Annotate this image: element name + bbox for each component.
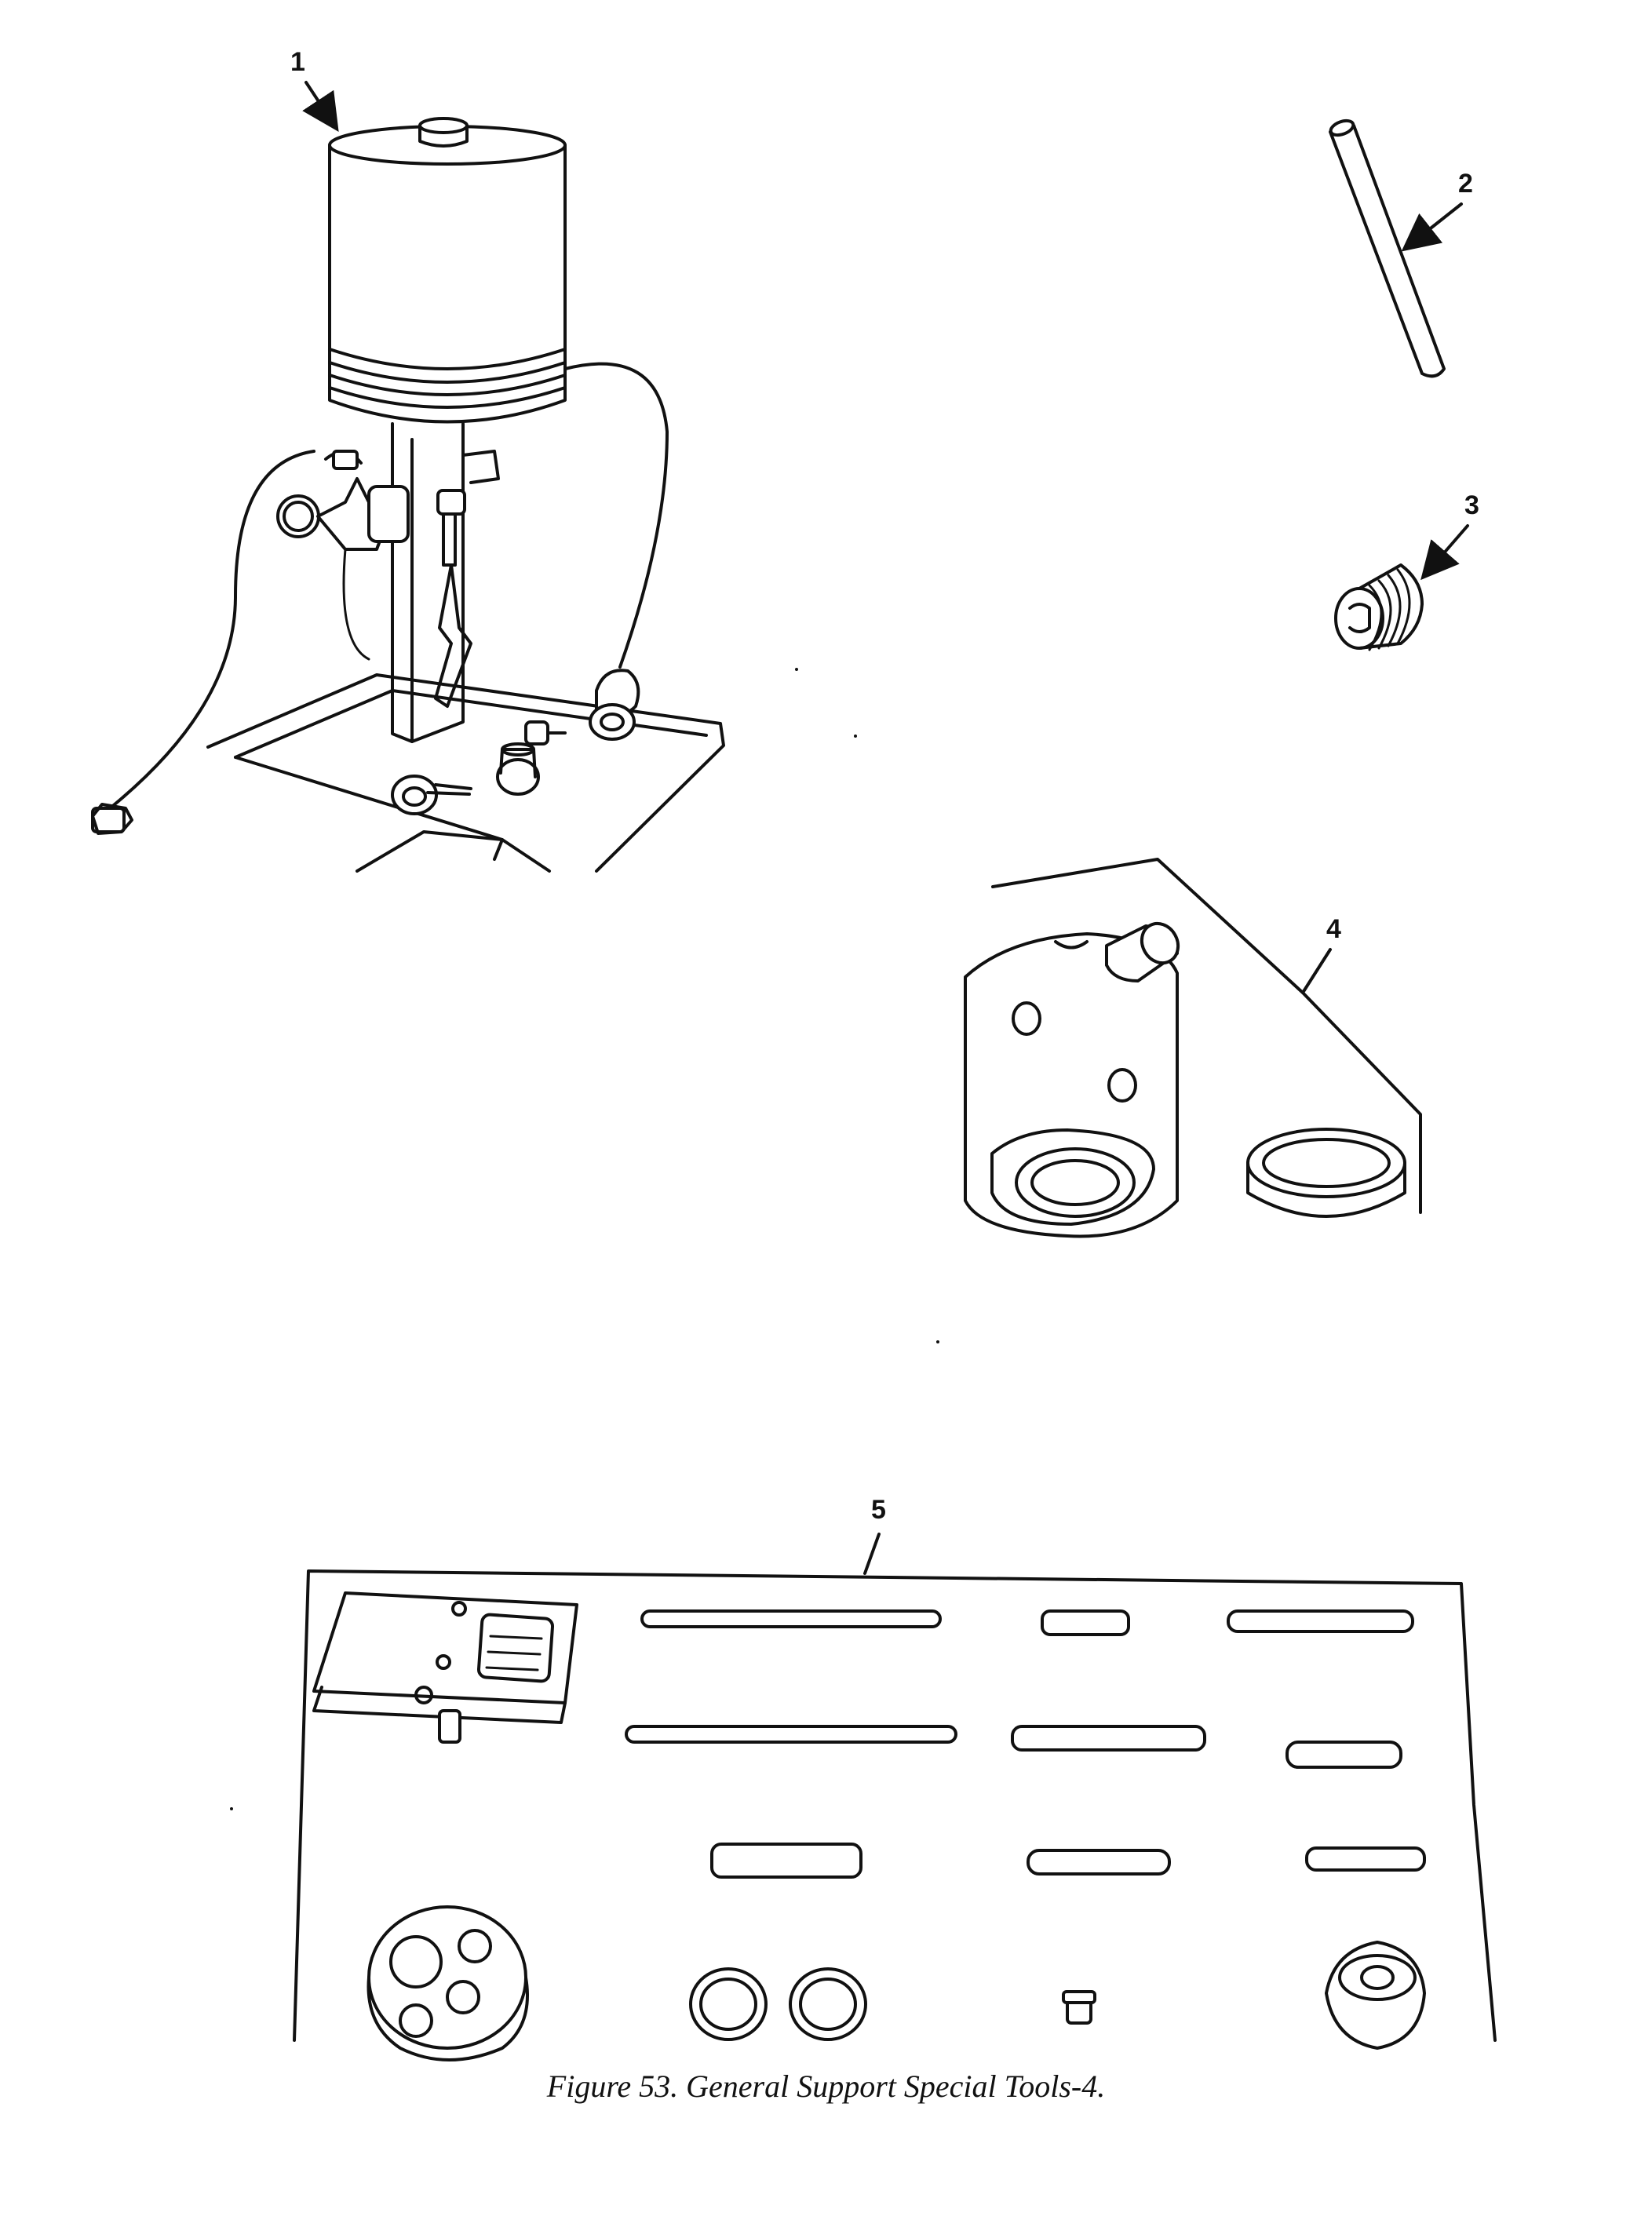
callout-2: 2 (1401, 169, 1473, 252)
item-4-fixture (964, 858, 1422, 1238)
scan-specks (230, 668, 939, 1810)
item-2-rod (1329, 118, 1446, 378)
callout-3: 3 (1420, 490, 1479, 581)
svg-text:4: 4 (1326, 914, 1341, 944)
callout-5: 5 (863, 1495, 886, 1575)
callout-1: 1 (290, 47, 339, 133)
svg-text:3: 3 (1464, 490, 1479, 520)
svg-text:2: 2 (1458, 169, 1473, 199)
svg-text:5: 5 (871, 1495, 886, 1525)
callout-4: 4 (1301, 914, 1341, 994)
figure-caption: Figure 53. General Support Special Tools… (546, 2069, 1106, 2104)
item-5-kit-board (293, 1569, 1497, 2061)
svg-text:1: 1 (290, 47, 305, 77)
item-1-test-stand (91, 117, 725, 873)
item-3-threaded-insert (1334, 563, 1424, 651)
